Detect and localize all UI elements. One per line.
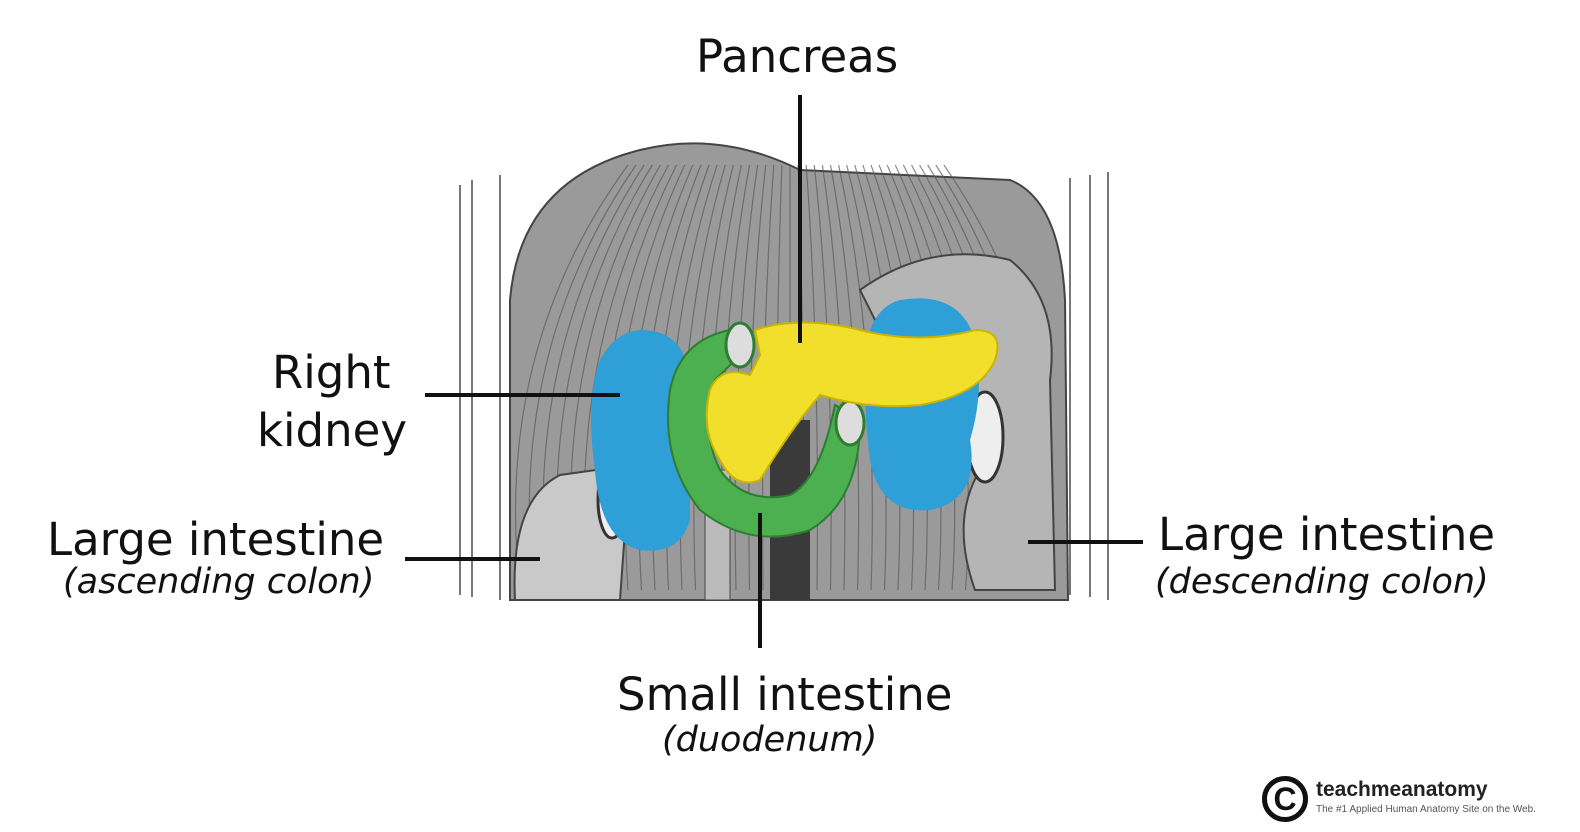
right-kidney xyxy=(591,330,690,551)
leader-line-ascending-colon xyxy=(405,557,540,561)
logo-tagline: The #1 Applied Human Anatomy Site on the… xyxy=(1316,804,1536,815)
pancreas xyxy=(705,321,999,484)
striation-line xyxy=(514,164,629,591)
label-small-intestine: Small intestine xyxy=(617,668,953,721)
leader-line-pancreas xyxy=(798,95,802,343)
duodenum-cut-end xyxy=(724,321,756,369)
label-duodenum: (duodenum) xyxy=(662,720,878,760)
leader-line-duodenum xyxy=(758,513,762,648)
abdominal-wall xyxy=(459,172,1109,600)
copyright-icon: C xyxy=(1262,776,1308,822)
label-descending-colon: (descending colon) xyxy=(1155,562,1489,602)
label-large-intestine-left: Large intestine xyxy=(47,513,385,566)
leader-line-right-kidney xyxy=(425,393,620,397)
label-ascending-colon: (ascending colon) xyxy=(63,562,375,602)
logo-name: teachmeanatomy xyxy=(1316,778,1488,801)
label-right-kidney-line1: Right xyxy=(272,346,391,399)
duodenum xyxy=(667,328,862,538)
jejunum-cut-end xyxy=(834,399,866,447)
leader-line-descending-colon xyxy=(1028,540,1143,544)
label-pancreas: Pancreas xyxy=(696,30,899,83)
label-large-intestine-right: Large intestine xyxy=(1158,508,1496,561)
label-right-kidney-line2: kidney xyxy=(257,404,407,457)
